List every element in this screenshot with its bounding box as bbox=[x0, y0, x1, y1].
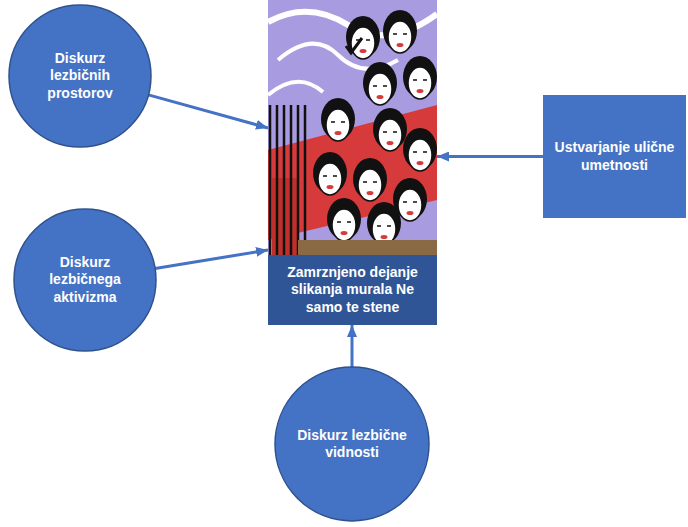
check-mark bbox=[346, 38, 362, 53]
face-skin bbox=[318, 163, 342, 195]
face-hair bbox=[327, 198, 361, 240]
iron-gate bbox=[270, 105, 305, 255]
discourse-circle: Diskurz lezbičnih prostorov bbox=[8, 4, 152, 148]
face-eyes bbox=[331, 121, 345, 123]
face-skin bbox=[408, 67, 432, 99]
gate-bar bbox=[276, 105, 279, 255]
circle-outline bbox=[275, 367, 429, 521]
gate-bar bbox=[297, 105, 300, 255]
face-hair bbox=[313, 152, 347, 194]
gate-bar bbox=[269, 105, 272, 255]
face-lips bbox=[407, 211, 414, 215]
node-label: Diskurz lezbičnega aktivizma bbox=[33, 254, 137, 307]
gate-bar bbox=[283, 105, 286, 255]
face-hair bbox=[363, 62, 397, 104]
process-box: Ustvarjanje ulične umetnosti bbox=[543, 95, 686, 218]
caption-band: Zamrznjeno dejanje slikanja murala Ne sa… bbox=[268, 255, 437, 325]
arrow-connector bbox=[437, 155, 543, 158]
face-lips bbox=[335, 131, 342, 135]
node-label: Diskurz lezbične vidnosti bbox=[297, 427, 407, 462]
face-eyes bbox=[413, 151, 427, 153]
face-lips bbox=[417, 161, 424, 165]
face-hair bbox=[403, 128, 437, 170]
wall-swirl bbox=[268, 82, 323, 95]
face-lips bbox=[341, 231, 348, 235]
circle-outline bbox=[9, 5, 151, 147]
painted-face bbox=[383, 10, 417, 53]
face-skin bbox=[408, 139, 432, 171]
painted-face bbox=[367, 202, 401, 245]
face-skin bbox=[351, 27, 375, 59]
face-lips bbox=[397, 43, 404, 47]
mural-photo bbox=[268, 0, 437, 255]
scaffold bbox=[298, 240, 437, 255]
face-skin bbox=[388, 21, 412, 53]
face-hair bbox=[321, 98, 355, 140]
face-lips bbox=[327, 185, 334, 189]
arrow-connector bbox=[148, 95, 268, 128]
face-lips bbox=[417, 89, 424, 93]
face-eyes bbox=[383, 131, 397, 133]
face-group bbox=[313, 10, 437, 245]
face-hair bbox=[353, 158, 387, 200]
face-eyes bbox=[356, 39, 370, 41]
node-label: Diskurz lezbičnih prostorov bbox=[28, 50, 132, 103]
painted-face bbox=[313, 152, 347, 195]
face-skin bbox=[332, 209, 356, 241]
face-skin bbox=[326, 109, 350, 141]
arrow-connector bbox=[351, 325, 354, 367]
face-hair bbox=[373, 108, 407, 150]
face-eyes bbox=[323, 175, 337, 177]
face-eyes bbox=[373, 85, 387, 87]
discourse-circle: Diskurz lezbične vidnosti bbox=[274, 366, 430, 522]
face-hair bbox=[403, 56, 437, 98]
face-eyes bbox=[403, 201, 417, 203]
face-hair bbox=[346, 16, 380, 58]
face-lips bbox=[381, 235, 388, 239]
face-eyes bbox=[377, 225, 391, 227]
face-eyes bbox=[413, 79, 427, 81]
node-label: Zamrznjeno dejanje slikanja murala Ne sa… bbox=[274, 264, 431, 317]
node-label: Ustvarjanje ulične umetnosti bbox=[555, 139, 675, 174]
painted-face bbox=[403, 56, 437, 99]
face-skin bbox=[398, 189, 422, 221]
painted-face bbox=[327, 198, 361, 241]
mural-photo-box: Zamrznjeno dejanje slikanja murala Ne sa… bbox=[268, 0, 437, 325]
face-skin bbox=[368, 73, 392, 105]
face-skin bbox=[378, 119, 402, 151]
face-lips bbox=[367, 191, 374, 195]
face-lips bbox=[377, 95, 384, 99]
painted-face bbox=[403, 128, 437, 171]
circle-outline bbox=[14, 209, 156, 351]
face-hair bbox=[383, 10, 417, 52]
face-eyes bbox=[363, 181, 377, 183]
wall-background bbox=[268, 0, 437, 255]
face-eyes bbox=[393, 33, 407, 35]
face-hair bbox=[367, 202, 401, 244]
gate-bar bbox=[290, 105, 293, 255]
face-lips bbox=[387, 141, 394, 145]
painted-face bbox=[321, 98, 355, 141]
painted-face bbox=[373, 108, 407, 151]
gate-bar bbox=[304, 105, 307, 255]
face-skin bbox=[358, 169, 382, 201]
painted-face bbox=[363, 62, 397, 105]
discourse-circle: Diskurz lezbičnega aktivizma bbox=[13, 208, 157, 352]
arrow-connector bbox=[155, 250, 268, 269]
face-lips bbox=[360, 49, 367, 53]
painted-face bbox=[346, 16, 380, 59]
face-eyes bbox=[337, 221, 351, 223]
painted-face bbox=[353, 158, 387, 201]
